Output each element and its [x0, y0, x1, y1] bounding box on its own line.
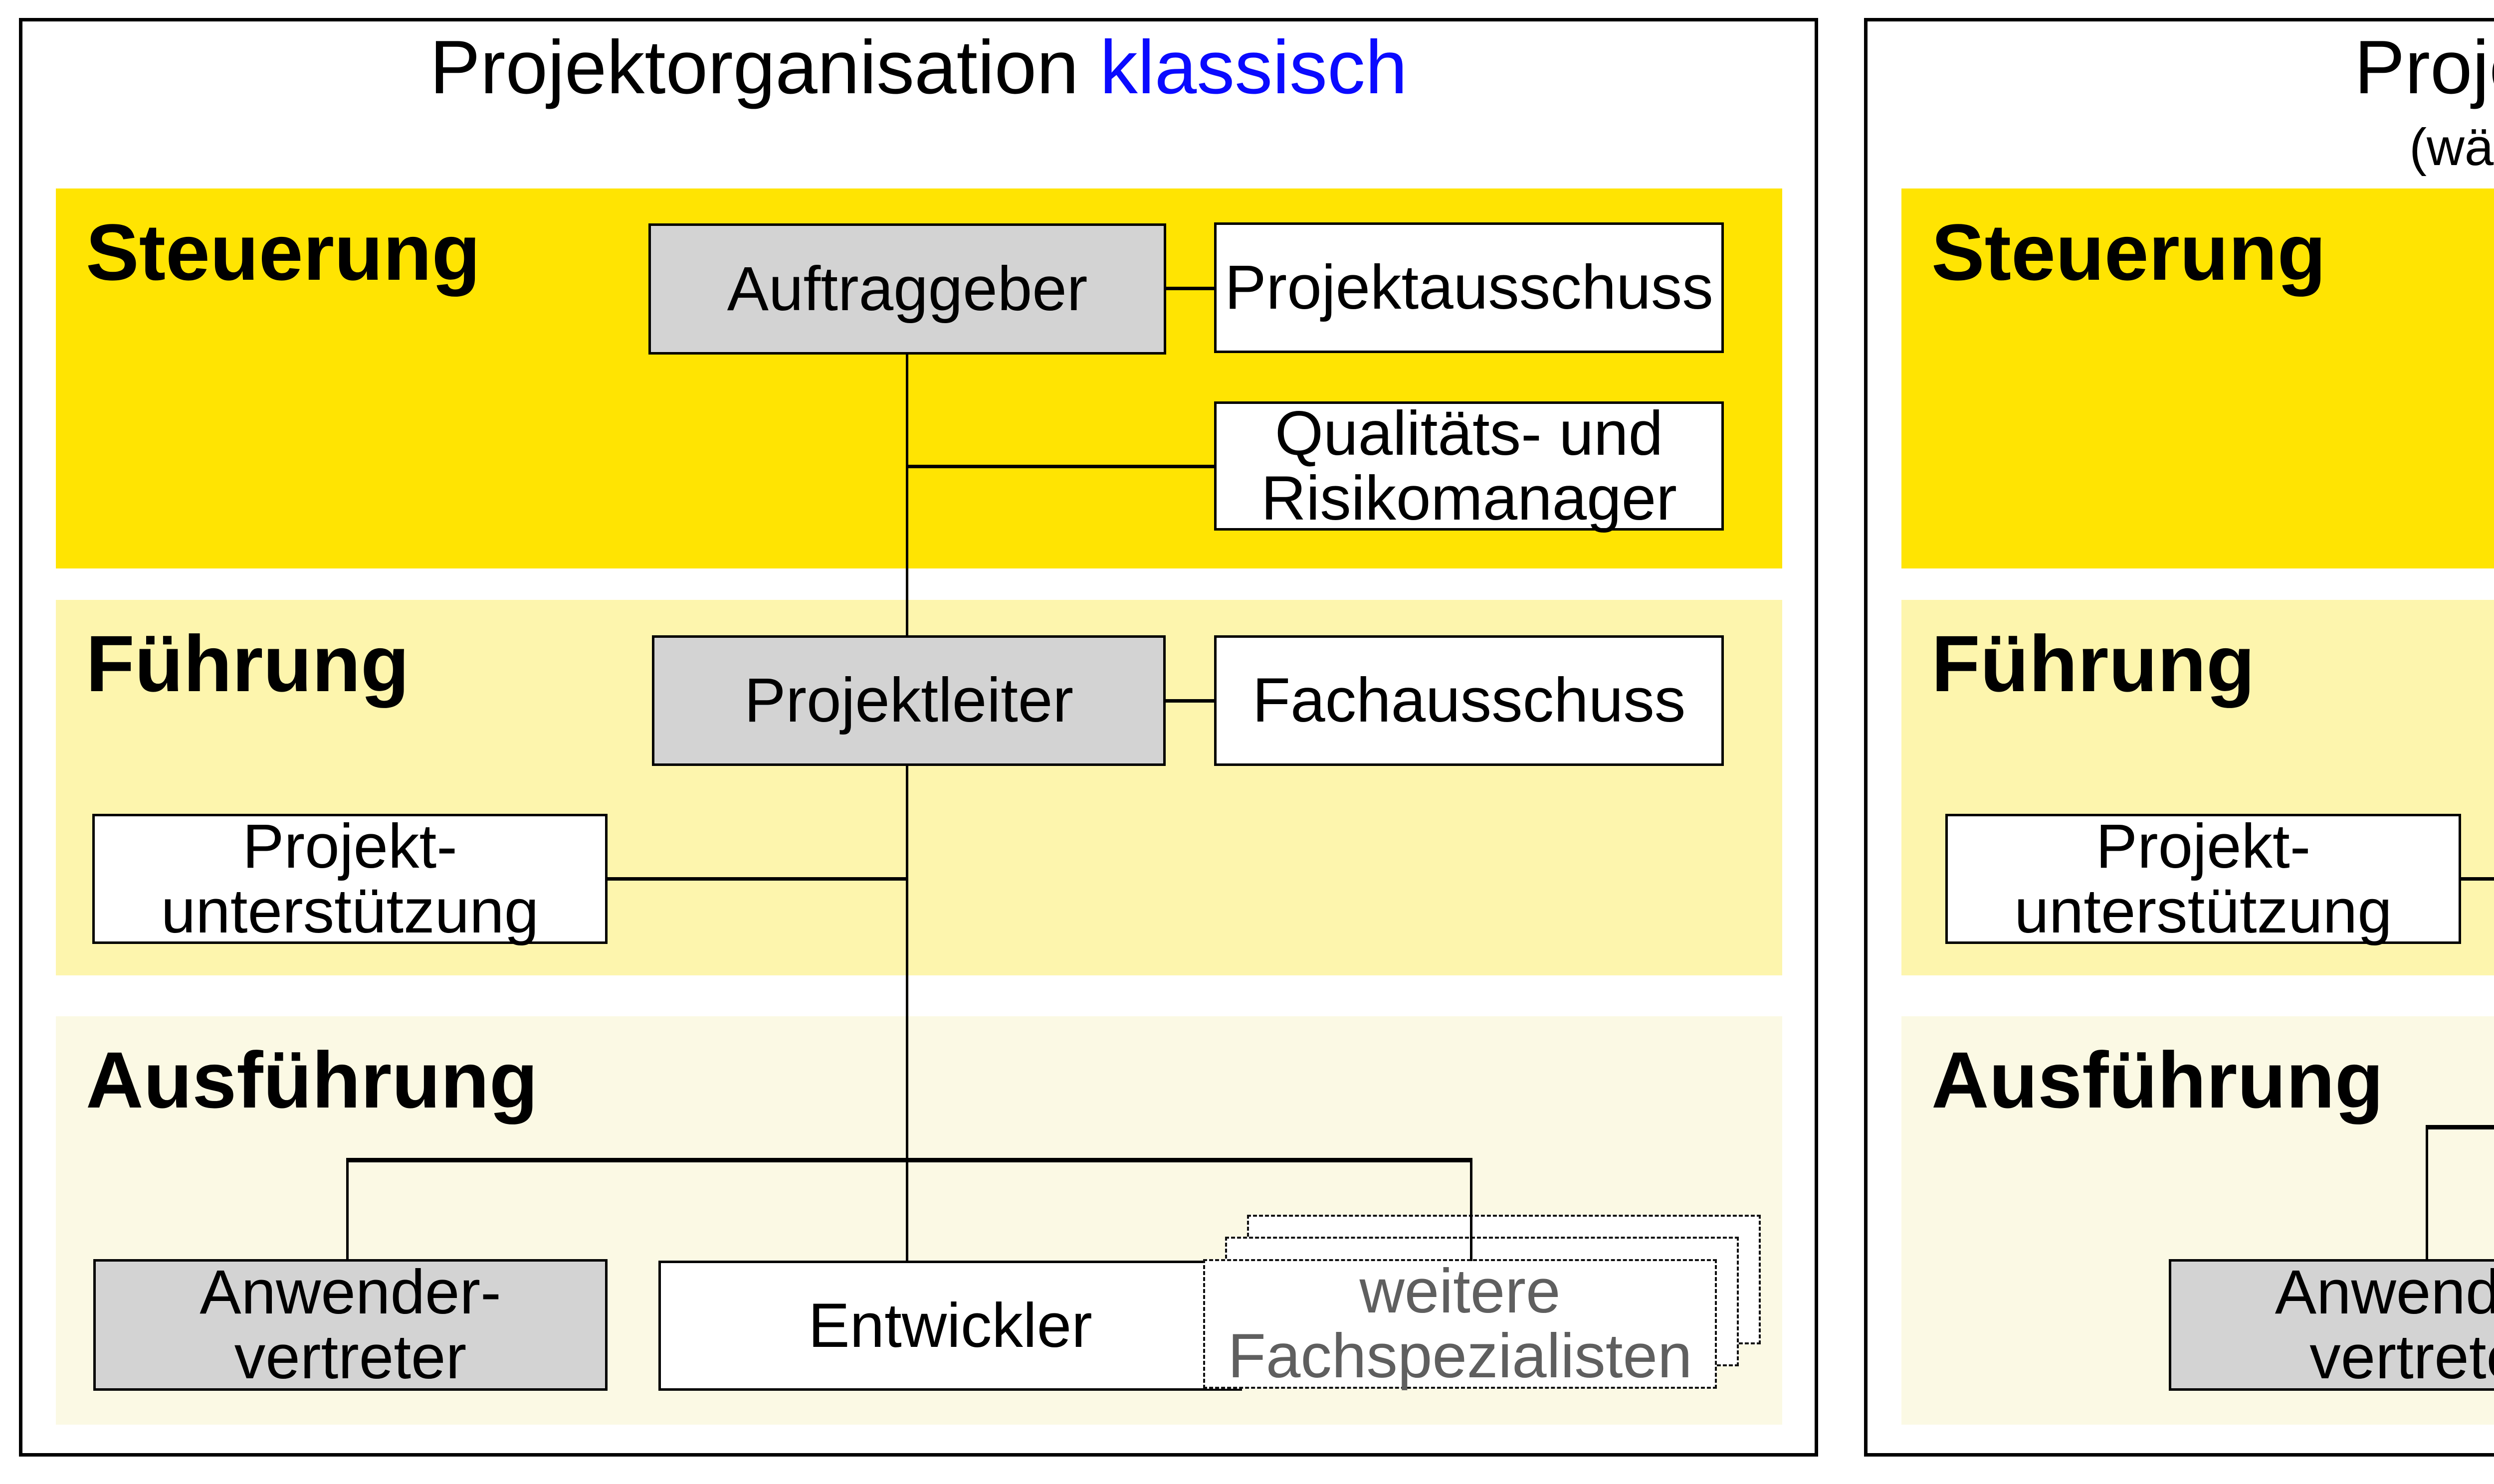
band-label-fuehrung-agil: Führung — [1931, 619, 2255, 708]
subtitle-agil: (während Phase Umsetzung) — [2409, 118, 2494, 177]
title-agil-main: Projektorganisation — [2354, 25, 2494, 110]
box-weitere-fachspezialisten-line2: Fachspezialisten — [1228, 1321, 1692, 1391]
connector-trunk-lower-klassisch — [906, 766, 908, 1161]
connector-projektleiter-fachausschuss — [1166, 699, 1214, 703]
box-projektunterstuetzung-agil-line1: Projekt- — [2095, 811, 2311, 881]
connector-branch-bar-klassisch — [346, 1158, 1472, 1162]
box-anwendervertreter-agil-line1: Anwender- — [2275, 1258, 2494, 1327]
box-qualitaets-risikomanager-klassisch: Qualitäts- und Risikomanager — [1214, 401, 1724, 531]
box-anwendervertreter-agil: Anwender- vertreter — [2169, 1259, 2494, 1391]
connector-branch-bar-agil — [2426, 1125, 2494, 1129]
band-label-ausfuehrung-klassisch: Ausführung — [86, 1035, 538, 1124]
connector-drop-entwickler — [906, 1158, 908, 1261]
box-projektunterstuetzung-klassisch-line1: Projekt- — [242, 811, 457, 881]
connector-drop-fachspezialisten — [1470, 1158, 1472, 1261]
box-anwendervertreter-klassisch-line2: vertreter — [234, 1322, 467, 1392]
connector-trunk-qualitaet-klassisch — [907, 465, 1214, 468]
connector-auftraggeber-projektausschuss — [1166, 287, 1214, 290]
band-label-steuerung-agil: Steuerung — [1931, 207, 2326, 297]
band-label-fuehrung-klassisch: Führung — [86, 619, 410, 708]
connector-projektunterstuetzung-agil — [2461, 877, 2494, 881]
box-anwendervertreter-klassisch-line1: Anwender- — [200, 1258, 501, 1327]
box-projektunterstuetzung-agil: Projekt- unterstützung — [1945, 814, 2461, 944]
box-weitere-fachspezialisten-line1: weitere — [1359, 1257, 1561, 1326]
box-projektunterstuetzung-agil-line2: unterstützung — [2014, 876, 2392, 946]
band-label-ausfuehrung-agil: Ausführung — [1931, 1035, 2384, 1124]
box-anwendervertreter-klassisch: Anwender- vertreter — [93, 1259, 608, 1391]
box-projektunterstuetzung-klassisch-line2: unterstützung — [161, 876, 539, 946]
box-entwickler-label: Entwickler — [808, 1291, 1092, 1360]
box-fachausschuss: Fachausschuss — [1214, 635, 1724, 766]
box-entwickler: Entwickler — [658, 1261, 1242, 1391]
box-projektleiter-klassisch-label: Projektleiter — [744, 666, 1073, 735]
title-klassisch-accent: klassisch — [1099, 25, 1408, 110]
box-qualitaets-risikomanager-klassisch-line1: Qualitäts- und — [1274, 398, 1663, 468]
band-steuerung-agil — [1901, 188, 2494, 568]
box-projektunterstuetzung-klassisch: Projekt- unterstützung — [92, 814, 608, 944]
box-projektleiter-klassisch: Projektleiter — [652, 635, 1166, 766]
box-fachausschuss-label: Fachausschuss — [1252, 666, 1686, 735]
box-weitere-fachspezialisten: weitere Fachspezialisten — [1203, 1259, 1717, 1389]
connector-drop-anwendervertreter-agil — [2426, 1125, 2428, 1259]
title-klassisch: Projektorganisation klassisch — [19, 25, 1818, 110]
box-anwendervertreter-agil-line2: vertreter — [2309, 1322, 2494, 1392]
title-agil: Projektorganisation agil — [1864, 25, 2494, 110]
box-auftraggeber-klassisch: Auftraggeber — [648, 223, 1166, 355]
connector-trunk-upper-klassisch — [906, 354, 908, 635]
connector-drop-anwendervertreter-klassisch — [346, 1158, 349, 1259]
box-projektausschuss-klassisch-label: Projektausschuss — [1225, 253, 1713, 322]
connector-projektunterstuetzung-klassisch — [608, 877, 906, 881]
box-projektausschuss-klassisch: Projektausschuss — [1214, 222, 1724, 353]
title-klassisch-main: Projektorganisation — [429, 25, 1079, 110]
band-label-steuerung-klassisch: Steuerung — [86, 207, 481, 297]
box-qualitaets-risikomanager-klassisch-line2: Risikomanager — [1261, 463, 1677, 533]
box-auftraggeber-klassisch-label: Auftraggeber — [727, 254, 1088, 324]
